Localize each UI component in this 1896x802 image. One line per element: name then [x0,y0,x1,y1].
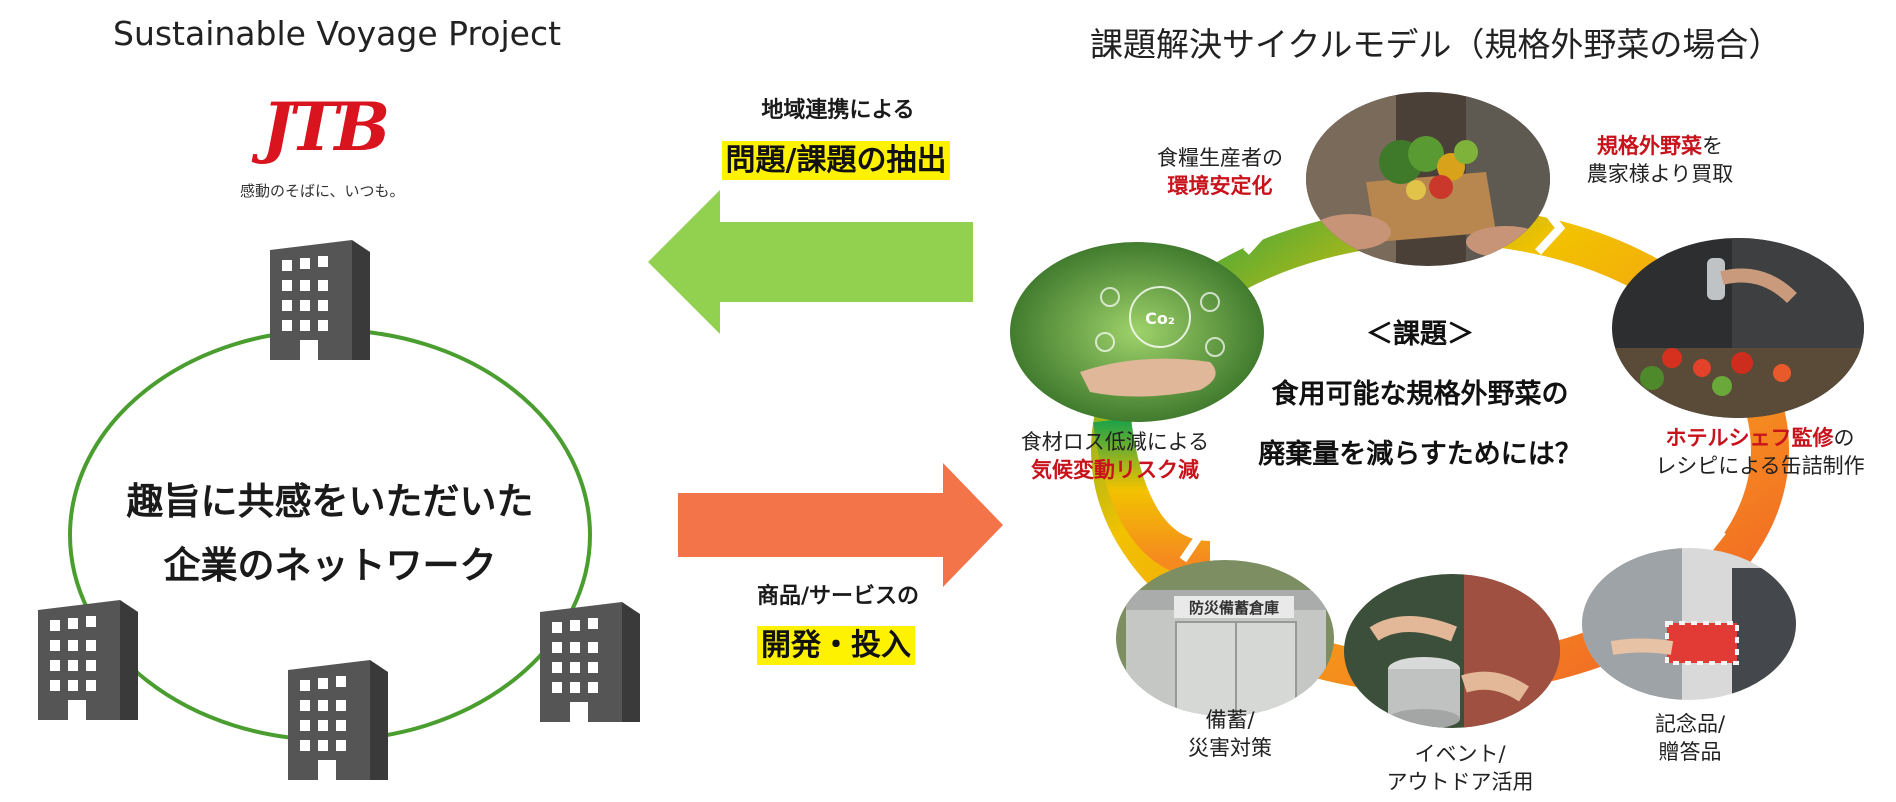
step-recipe-caption: ホテルシェフ監修の レシピによる缶詰制作 [1630,424,1890,480]
step-purchase-line2: 農家様より買取 [1586,162,1734,186]
network-text: 趣旨に共感をいただいた 企業のネットワーク [80,470,580,598]
left-arrow-green [648,190,973,334]
building-icon-left [38,600,138,720]
canned-food-photo [1344,574,1560,728]
step-climate-red: 気候変動リスク減 [1031,458,1199,482]
step-recipe-red: ホテルシェフ監修 [1665,426,1834,450]
step-event-caption: イベント/ アウトドア活用 [1360,740,1560,796]
jtb-logo: JTB [262,88,390,166]
step-env-red: 環境安定化 [1167,174,1273,198]
step-env-caption: 食糧生産者の 環境安定化 [1120,144,1320,200]
step-stock-line1: 備蓄/ [1205,708,1255,732]
bottom-arrow-highlight: 開発・投入 [757,626,915,665]
storehouse-photo: 防災備蓄倉庫 [1116,560,1334,716]
building-icon-bottom [288,660,388,780]
step-stock-caption: 備蓄/ 災害対策 [1160,706,1300,762]
step-climate-line1: 食材ロス低減による [1020,430,1210,454]
building-icon-right [540,602,640,722]
step-event-line2: アウトドア活用 [1386,770,1534,794]
step-stock-line2: 災害対策 [1188,736,1272,760]
step-climate-caption: 食材ロス低減による 気候変動リスク減 [1000,428,1230,484]
top-arrow-highlight: 問題/課題の抽出 [721,141,951,180]
step-env-line1: 食糧生産者の [1157,146,1283,170]
building-icon-top [270,240,370,360]
right-arrow-orange [678,463,1003,587]
challenge-line1: 食用可能な規格外野菜の [1271,379,1569,410]
chef-photo [1612,238,1864,418]
bottom-arrow-label: 商品/サービスの [756,584,920,609]
co2-label: Co₂ [1145,309,1175,328]
jtb-tagline: 感動のそばに、いつも。 [240,182,405,200]
vegetables-photo [1306,92,1550,266]
network-line1: 趣旨に共感をいただいた [126,480,534,523]
step-event-line1: イベント/ [1414,742,1506,766]
step-purchase-red: 規格外野菜 [1597,134,1702,158]
challenge-heading: ＜課題＞ [1366,319,1474,350]
step-gift-line2: 贈答品 [1658,740,1722,764]
step-recipe-line2: レシピによる缶詰制作 [1655,454,1865,478]
co2-hand-photo: Co₂ [1010,242,1264,422]
network-diagram [38,240,640,780]
challenge-block: ＜課題＞ 食用可能な規格外野菜の 廃棄量を減らすためには？ [1225,310,1615,480]
step-gift-caption: 記念品/ 贈答品 [1620,710,1760,766]
challenge-line2: 廃棄量を減らすためには？ [1258,439,1582,470]
cycle-model-title: 課題解決サイクルモデル（規格外野菜の場合） [1090,25,1782,64]
project-title: Sustainable Voyage Project [113,14,562,53]
step-gift-line1: 記念品/ [1654,712,1726,736]
network-line2: 企業のネットワーク [163,544,497,587]
storehouse-sign: 防災備蓄倉庫 [1189,599,1279,617]
step-purchase-caption: 規格外野菜を 農家様より買取 [1560,132,1760,188]
top-arrow-label: 地域連携による [761,98,915,123]
step-recipe-rest: の [1833,426,1855,450]
gift-photo [1582,548,1796,700]
step-purchase-rest: を [1702,134,1723,158]
